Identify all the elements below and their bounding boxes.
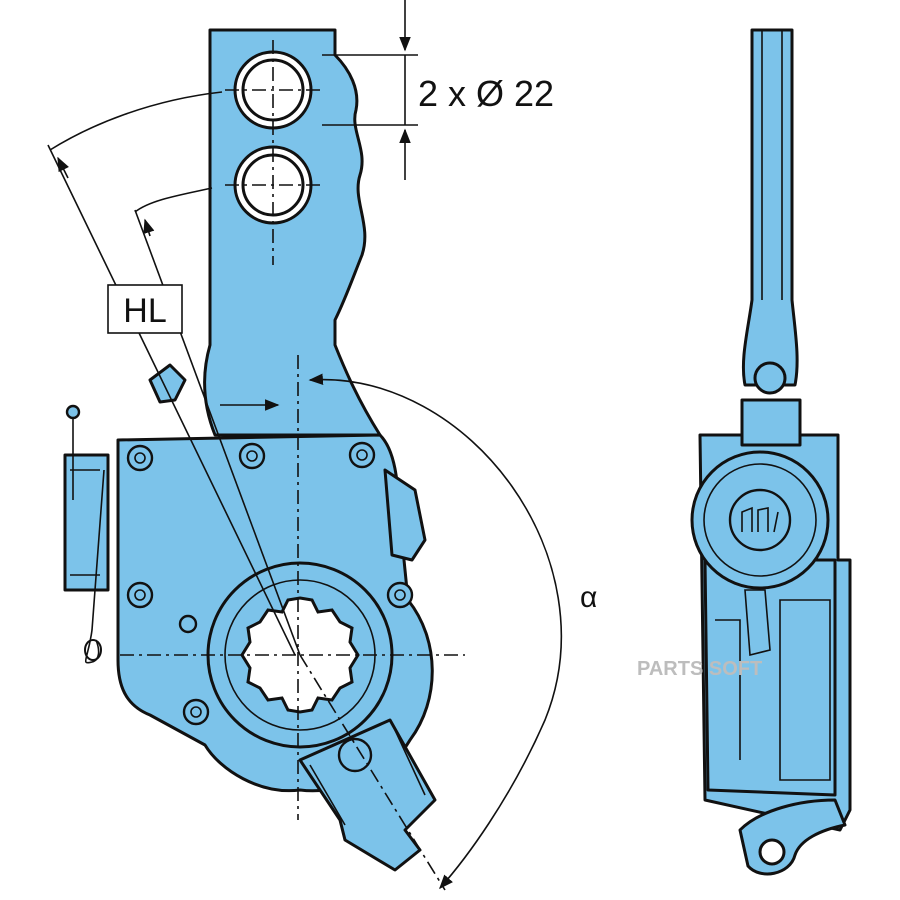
angle-alpha-label: α	[580, 581, 597, 614]
worm-housing	[383, 468, 427, 562]
lever-arm	[203, 28, 382, 437]
side-lever	[741, 28, 799, 387]
side-view	[690, 28, 852, 876]
hole-dimension-label: 2 x Ø 22	[418, 73, 554, 114]
hl-label-box	[107, 284, 183, 334]
front-view	[47, 0, 563, 891]
bpw-logo	[741, 506, 779, 533]
watermark: PARTS SOFT	[637, 658, 762, 680]
logo-badge	[728, 488, 792, 552]
hl-label: HL	[123, 292, 166, 330]
grease-nipple	[148, 363, 187, 404]
adjuster-knob	[337, 737, 373, 773]
side-cover	[63, 453, 110, 592]
pin-and-cotter	[65, 404, 105, 664]
